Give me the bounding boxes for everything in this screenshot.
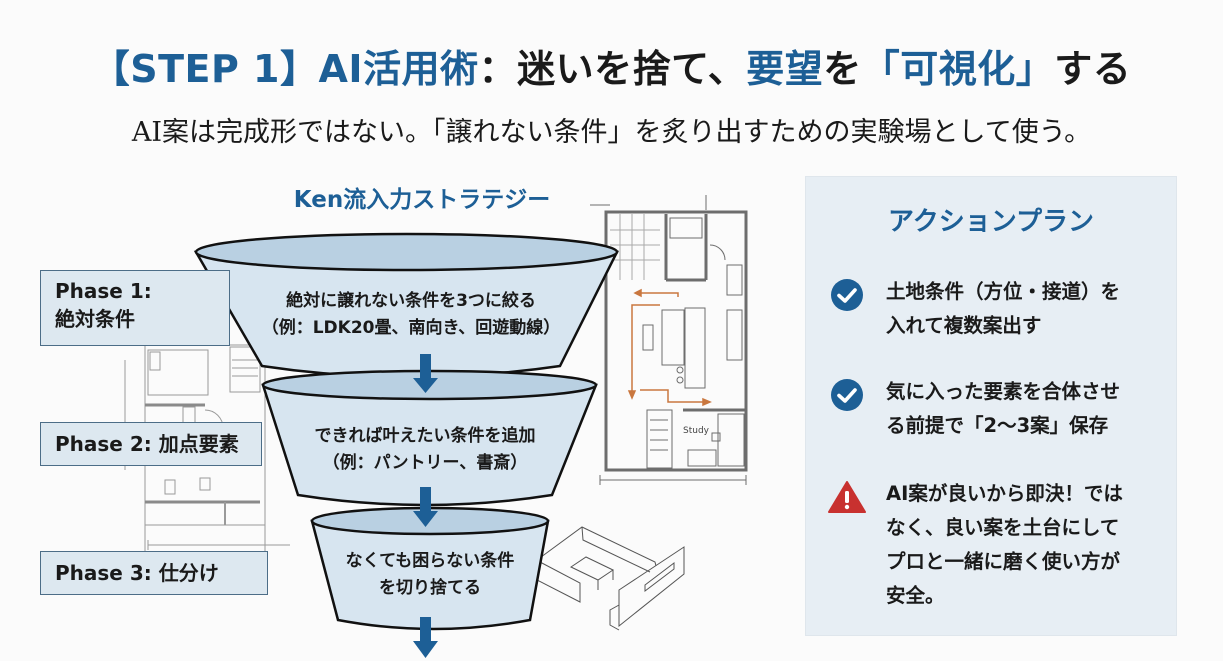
action-item-2: 気に入った要素を合体させ る前提で「2〜3案」保存: [830, 375, 1160, 445]
funnel-2-line-2: （例：パントリー、書斎）: [322, 453, 528, 473]
action-item-warning-line-3: プロと一緒に磨く使い方が: [886, 550, 1121, 573]
down-arrow-icon: [413, 487, 438, 527]
title-kashika: 「可視化」: [861, 47, 1055, 91]
phase-1-subtitle: 絶対条件: [55, 307, 135, 331]
check-circle-icon: [831, 279, 863, 311]
floorplan-study-label: Study: [683, 426, 709, 436]
isometric-room-sketch: [536, 526, 685, 631]
warning-triangle-icon: [828, 481, 866, 513]
funnel-1-text: 絶対に譲れない条件を3つに絞る （例：LDK20畳、南向き、回遊動線）: [236, 288, 586, 342]
funnel-2-line-1: できれば叶えたい条件を追加: [314, 426, 536, 446]
funnel-3-line-1: なくても困らない条件: [345, 551, 515, 571]
action-plan-panel: アクションプラン 土地条件（方位・接道）を 入れて複数案出す 気に入った要素を合…: [805, 176, 1177, 636]
action-item-1: 土地条件（方位・接道）を 入れて複数案出す: [830, 275, 1160, 345]
strategy-title: Ken流入力ストラテジー: [293, 187, 551, 213]
page-title: 【STEP 1】AI活用術：迷いを捨て、要望を「可視化」する: [0, 38, 1223, 93]
action-item-warning-text: AI案が良いから即決！では なく、良い案を土台にして プロと一緒に磨く使い方が …: [886, 477, 1123, 613]
funnel-2-text: できれば叶えたい条件を追加 （例：パントリー、書斎）: [275, 423, 575, 477]
phase-1-label: Phase 1: 絶対条件: [40, 270, 230, 346]
funnel-phase-1: [193, 232, 620, 379]
action-item-1-line-1: 土地条件（方位・接道）を: [886, 280, 1121, 303]
action-item-warning-line-4: 安全。: [886, 584, 945, 607]
action-item-1-text: 土地条件（方位・接道）を 入れて複数案出す: [886, 275, 1120, 343]
page-subtitle: AI案は完成形ではない。「譲れない条件」を炙り出すための実験場として使う。: [131, 117, 1092, 148]
action-plan-title: アクションプラン: [888, 207, 1094, 237]
title-wo: を: [823, 47, 862, 91]
action-item-1-line-2: 入れて複数案出す: [886, 314, 1042, 337]
funnel-3-text: なくても困らない条件 を切り捨てる: [315, 548, 545, 602]
funnel-phase-2: [261, 369, 598, 507]
phase-3-label: Phase 3: 仕分け: [40, 551, 268, 595]
down-arrow-icon: [413, 354, 438, 393]
funnel-1-line-1: 絶対に譲れない条件を3つに絞る: [286, 291, 536, 311]
action-item-2-text: 気に入った要素を合体させ る前提で「2〜3案」保存: [886, 375, 1120, 443]
title-ai: AI活用術: [318, 47, 479, 91]
action-item-2-line-2: る前提で「2〜3案」保存: [886, 414, 1109, 437]
funnel-1-line-2: （例：LDK20畳、南向き、回遊動線）: [261, 318, 561, 338]
down-arrow-icon: [413, 617, 438, 658]
title-suru: する: [1054, 47, 1132, 91]
action-item-warning-line-2: なく、良い案を土台にして: [886, 516, 1120, 539]
action-item-warning: AI案が良いから即決！では なく、良い案を土台にして プロと一緒に磨く使い方が …: [828, 477, 1160, 617]
phase-2-label: Phase 2: 加点要素: [40, 422, 262, 466]
action-item-warning-line-1: AI案が良いから即決！では: [886, 482, 1123, 505]
floorplan-left-sketch: [124, 344, 290, 561]
phase-1-title: Phase 1:: [55, 279, 152, 303]
title-colon: ：: [478, 47, 518, 91]
circulation-arrows: [627, 288, 712, 407]
title-step: 【STEP 1】: [91, 47, 319, 91]
floorplan-right-sketch: [590, 195, 748, 485]
title-mayoi: 迷いを捨て、: [517, 47, 747, 91]
funnel-3-line-2: を切り捨てる: [379, 578, 481, 598]
check-circle-icon: [831, 379, 863, 411]
title-youbou: 要望: [746, 47, 824, 91]
action-item-2-line-1: 気に入った要素を合体させ: [886, 380, 1121, 403]
